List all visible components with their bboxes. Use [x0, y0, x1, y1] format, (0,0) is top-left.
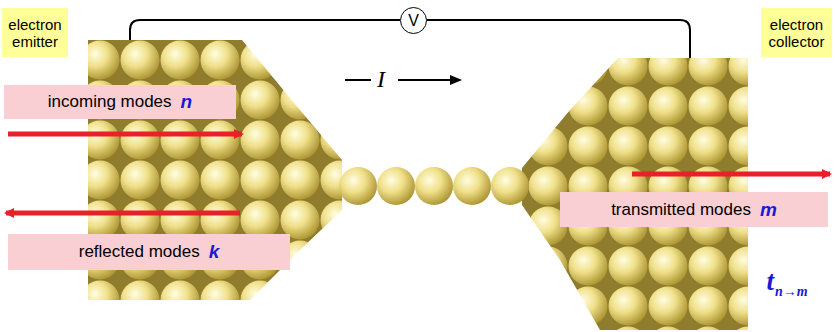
- mode-box: incoming modes n: [4, 85, 236, 119]
- transmission-box: tn→m: [753, 266, 821, 312]
- mode-box: transmitted modes m: [560, 192, 828, 227]
- mode-variable: n→m: [775, 284, 808, 300]
- node-text: t: [766, 266, 774, 297]
- atom-chain: [339, 167, 529, 205]
- node-text: transmitted modes: [611, 200, 751, 220]
- node-text: electron emitter: [6, 16, 64, 50]
- mode-box: reflected modes k: [8, 234, 290, 270]
- current-arrow: [398, 79, 460, 81]
- incoming-arrow: [8, 132, 242, 137]
- node-text: reflected modes: [79, 242, 200, 262]
- node-text: electron collector: [765, 16, 828, 50]
- label-tag: electron collector: [761, 8, 832, 57]
- voltmeter-symbol: V: [400, 7, 427, 34]
- transmitted-arrow: [632, 172, 830, 177]
- mode-variable: k: [209, 241, 220, 263]
- mode-variable: n: [181, 91, 193, 113]
- mode-variable: m: [760, 199, 777, 221]
- node-text: incoming modes: [48, 92, 172, 112]
- reflected-arrow: [6, 211, 240, 216]
- current-line: [345, 79, 371, 81]
- label-tag: electron emitter: [2, 8, 68, 57]
- node-text: V: [408, 12, 419, 30]
- current-label: I: [377, 66, 385, 93]
